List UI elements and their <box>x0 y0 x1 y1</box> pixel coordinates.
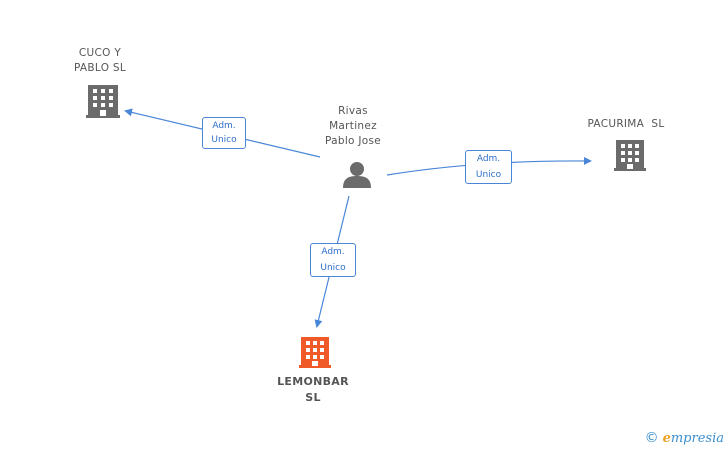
copyright-icon: © <box>644 430 659 446</box>
building-icon[interactable] <box>614 140 646 171</box>
brand-name: mpresia <box>670 431 724 446</box>
person-icon[interactable] <box>343 162 371 188</box>
company-label-lemonbar[interactable]: LEMONBAR SL <box>277 375 349 404</box>
person-label[interactable]: Rivas Martinez Pablo Jose <box>324 105 382 147</box>
edge-label-pacurima: Adm. Unico <box>465 150 512 184</box>
brand-footer: ©empresia <box>645 430 724 446</box>
building-icon[interactable] <box>299 337 331 368</box>
company-label-cuco[interactable]: CUCO Y PABLO SL <box>73 47 127 74</box>
building-icon[interactable] <box>86 85 120 118</box>
brand-logo-initial: e <box>662 431 671 446</box>
edge-label-lemonbar: Adm. Unico <box>310 243 356 277</box>
company-label-pacurima[interactable]: PACURIMA SL <box>587 118 665 130</box>
edge-label-cuco: Adm. Unico <box>202 117 246 149</box>
